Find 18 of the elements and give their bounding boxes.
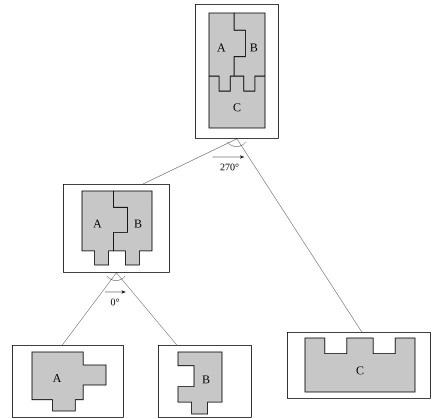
connector-line — [236, 138, 362, 332]
frame-box — [12, 345, 124, 418]
frame-box — [158, 345, 252, 418]
frame-box — [195, 4, 279, 139]
puzzle-piece: A — [32, 352, 106, 412]
puzzle-piece: A — [82, 190, 128, 266]
angle-label: 270° — [220, 164, 239, 170]
frame-box — [63, 184, 170, 273]
angle-label: 0° — [110, 298, 120, 306]
connector-line — [142, 138, 238, 184]
puzzle-piece: B — [113, 190, 152, 266]
connector-line — [116, 272, 177, 346]
puzzle-piece: B — [178, 352, 222, 414]
frame-box — [287, 332, 431, 399]
puzzle-piece: C — [304, 338, 416, 392]
puzzle-piece: A — [208, 12, 246, 92]
puzzle-piece: B — [234, 12, 266, 92]
connector-line — [62, 272, 117, 346]
